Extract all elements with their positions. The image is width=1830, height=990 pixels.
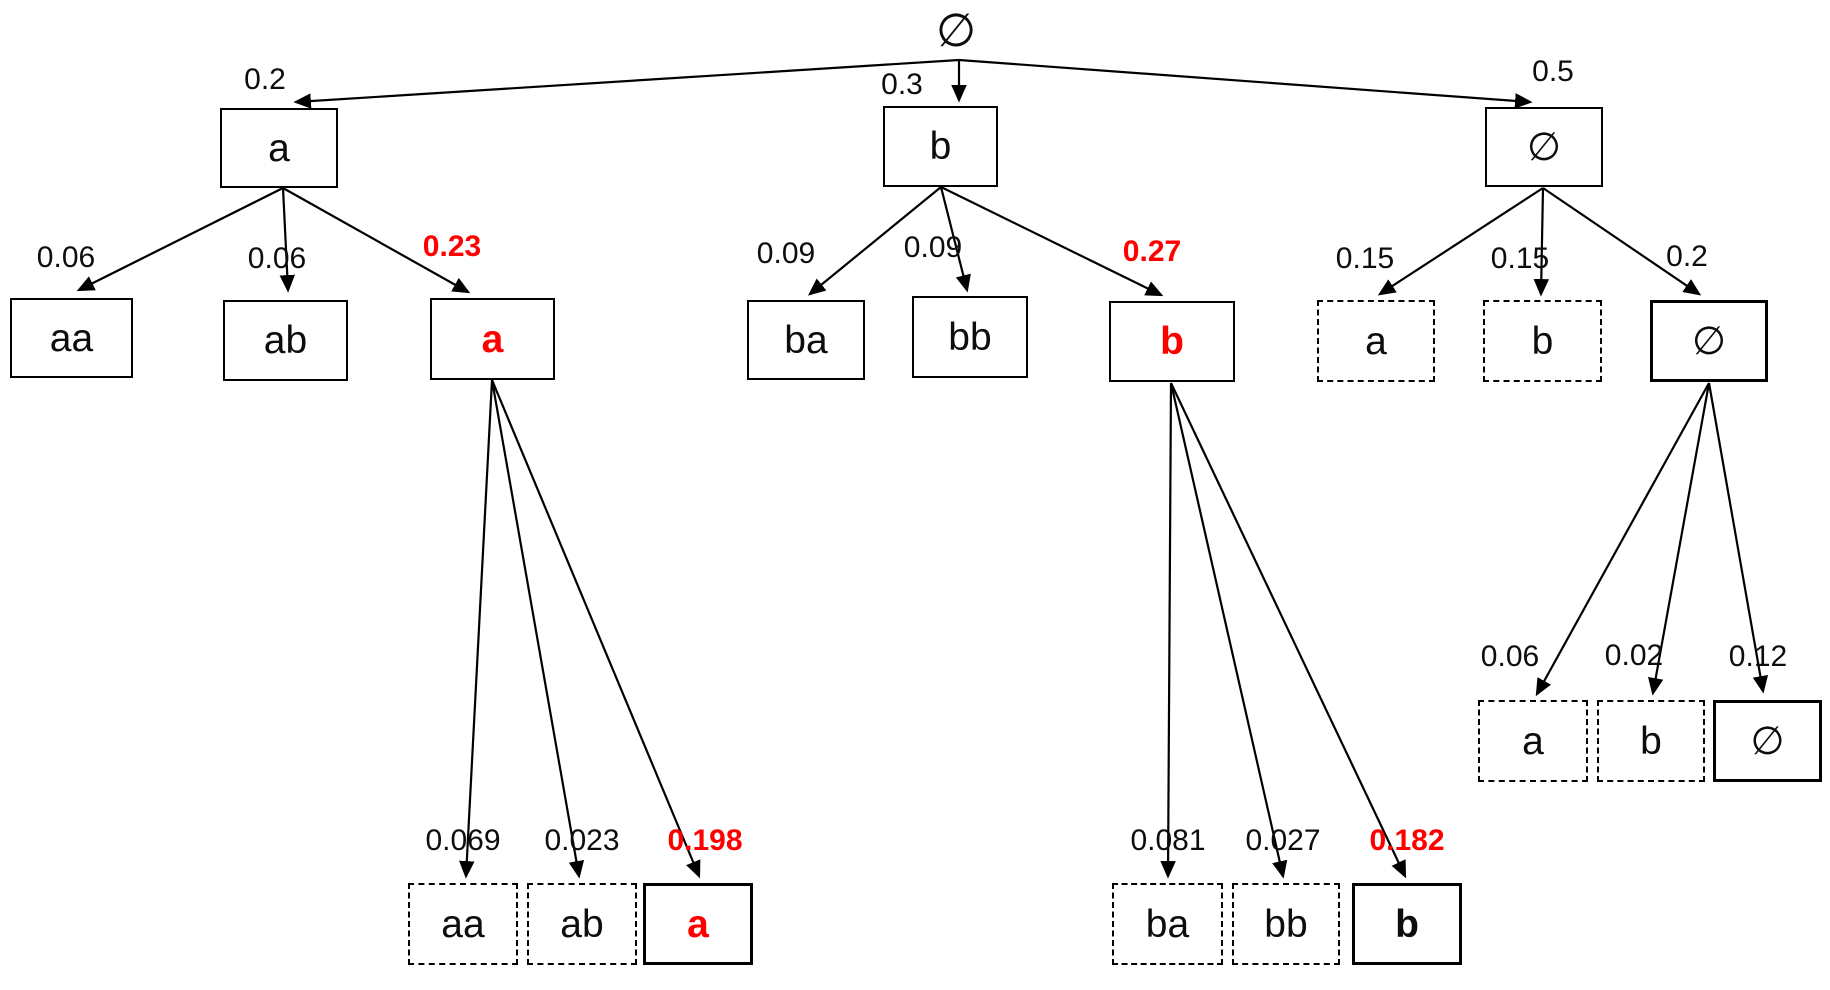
edge-label-a2-a: 0.198 bbox=[667, 824, 743, 857]
edge-label-b2-bb: 0.027 bbox=[1245, 824, 1321, 857]
edge-label-root-blank: 0.5 bbox=[1532, 55, 1574, 88]
edge-label-blank2-blank: 0.12 bbox=[1728, 640, 1788, 673]
edge-b-b bbox=[940, 186, 1164, 297]
edge-root-blank bbox=[958, 58, 1533, 109]
edge-label-b-bb: 0.09 bbox=[903, 231, 963, 264]
node-a: a bbox=[220, 108, 338, 188]
node-b: b bbox=[883, 106, 998, 187]
edge-label-a-a: 0.23 bbox=[422, 230, 482, 263]
edge-label-blank2-a: 0.06 bbox=[1480, 640, 1540, 673]
edge-blank-a bbox=[1377, 187, 1544, 296]
node-ba-leaf-pruned: ba bbox=[1112, 883, 1223, 965]
node-blank-a-leaf-pruned: a bbox=[1478, 700, 1588, 782]
node-ab-leaf-pruned: ab bbox=[527, 883, 637, 965]
edge-label-root-b: 0.3 bbox=[881, 68, 923, 101]
edge-label-blank-a: 0.15 bbox=[1335, 242, 1395, 275]
edge-a-ab bbox=[279, 187, 296, 293]
edge-label-a-aa: 0.06 bbox=[36, 241, 96, 274]
edge-root-a bbox=[293, 58, 960, 109]
edge-b2-ba bbox=[1160, 382, 1176, 879]
edge-blank2-b bbox=[1648, 382, 1711, 696]
node-b-leaf-highlight: b bbox=[1352, 883, 1462, 965]
node-ba: ba bbox=[747, 300, 865, 380]
node-bb-leaf-pruned: bb bbox=[1232, 883, 1340, 965]
edge-blank2-blank bbox=[1707, 382, 1769, 694]
edge-b-ba bbox=[807, 186, 942, 296]
node-blank-blank-leaf: ∅ bbox=[1713, 700, 1822, 782]
node-bb: bb bbox=[912, 296, 1028, 378]
edge-label-a2-ab: 0.023 bbox=[544, 824, 620, 857]
edge-blank-b bbox=[1533, 187, 1550, 297]
edge-blank-blank bbox=[1542, 187, 1702, 296]
edge-label-root-a: 0.2 bbox=[244, 63, 286, 96]
node-a-highlight: a bbox=[430, 298, 555, 380]
node-b-highlight: b bbox=[1109, 301, 1235, 382]
node-blank-b-pruned: b bbox=[1483, 300, 1602, 382]
node-a-leaf-highlight: a bbox=[643, 883, 753, 965]
edge-b2-bb bbox=[1169, 382, 1288, 879]
node-aa: aa bbox=[10, 298, 133, 378]
edge-b2-b bbox=[1170, 382, 1407, 879]
node-blank-blank: ∅ bbox=[1650, 300, 1768, 382]
edge-label-blank-b: 0.15 bbox=[1490, 242, 1550, 275]
root-node-label: ∅ bbox=[935, 4, 977, 56]
edge-label-a-ab: 0.06 bbox=[247, 242, 307, 275]
node-aa-leaf-pruned: aa bbox=[408, 883, 518, 965]
edge-a2-ab bbox=[490, 379, 585, 879]
edge-label-a2-aa: 0.069 bbox=[425, 824, 501, 857]
edge-label-b2-b: 0.182 bbox=[1369, 824, 1445, 857]
edge-a-aa bbox=[76, 187, 284, 292]
edge-a2-a bbox=[490, 379, 701, 879]
node-blank: ∅ bbox=[1485, 107, 1603, 187]
node-blank-a-pruned: a bbox=[1317, 300, 1435, 382]
edge-label-b-ba: 0.09 bbox=[756, 237, 816, 270]
node-ab: ab bbox=[223, 300, 348, 381]
edge-blank2-a bbox=[1535, 382, 1710, 697]
node-blank-b-leaf-pruned: b bbox=[1597, 700, 1705, 782]
edge-label-blank-blank: 0.2 bbox=[1666, 240, 1708, 273]
edge-b-bb bbox=[939, 186, 971, 293]
edge-label-b2-ba: 0.081 bbox=[1130, 824, 1206, 857]
edge-a-a bbox=[282, 187, 471, 294]
edge-label-blank2-b: 0.02 bbox=[1604, 639, 1664, 672]
edge-label-b-b: 0.27 bbox=[1122, 235, 1182, 268]
edge-a2-aa bbox=[459, 379, 494, 879]
